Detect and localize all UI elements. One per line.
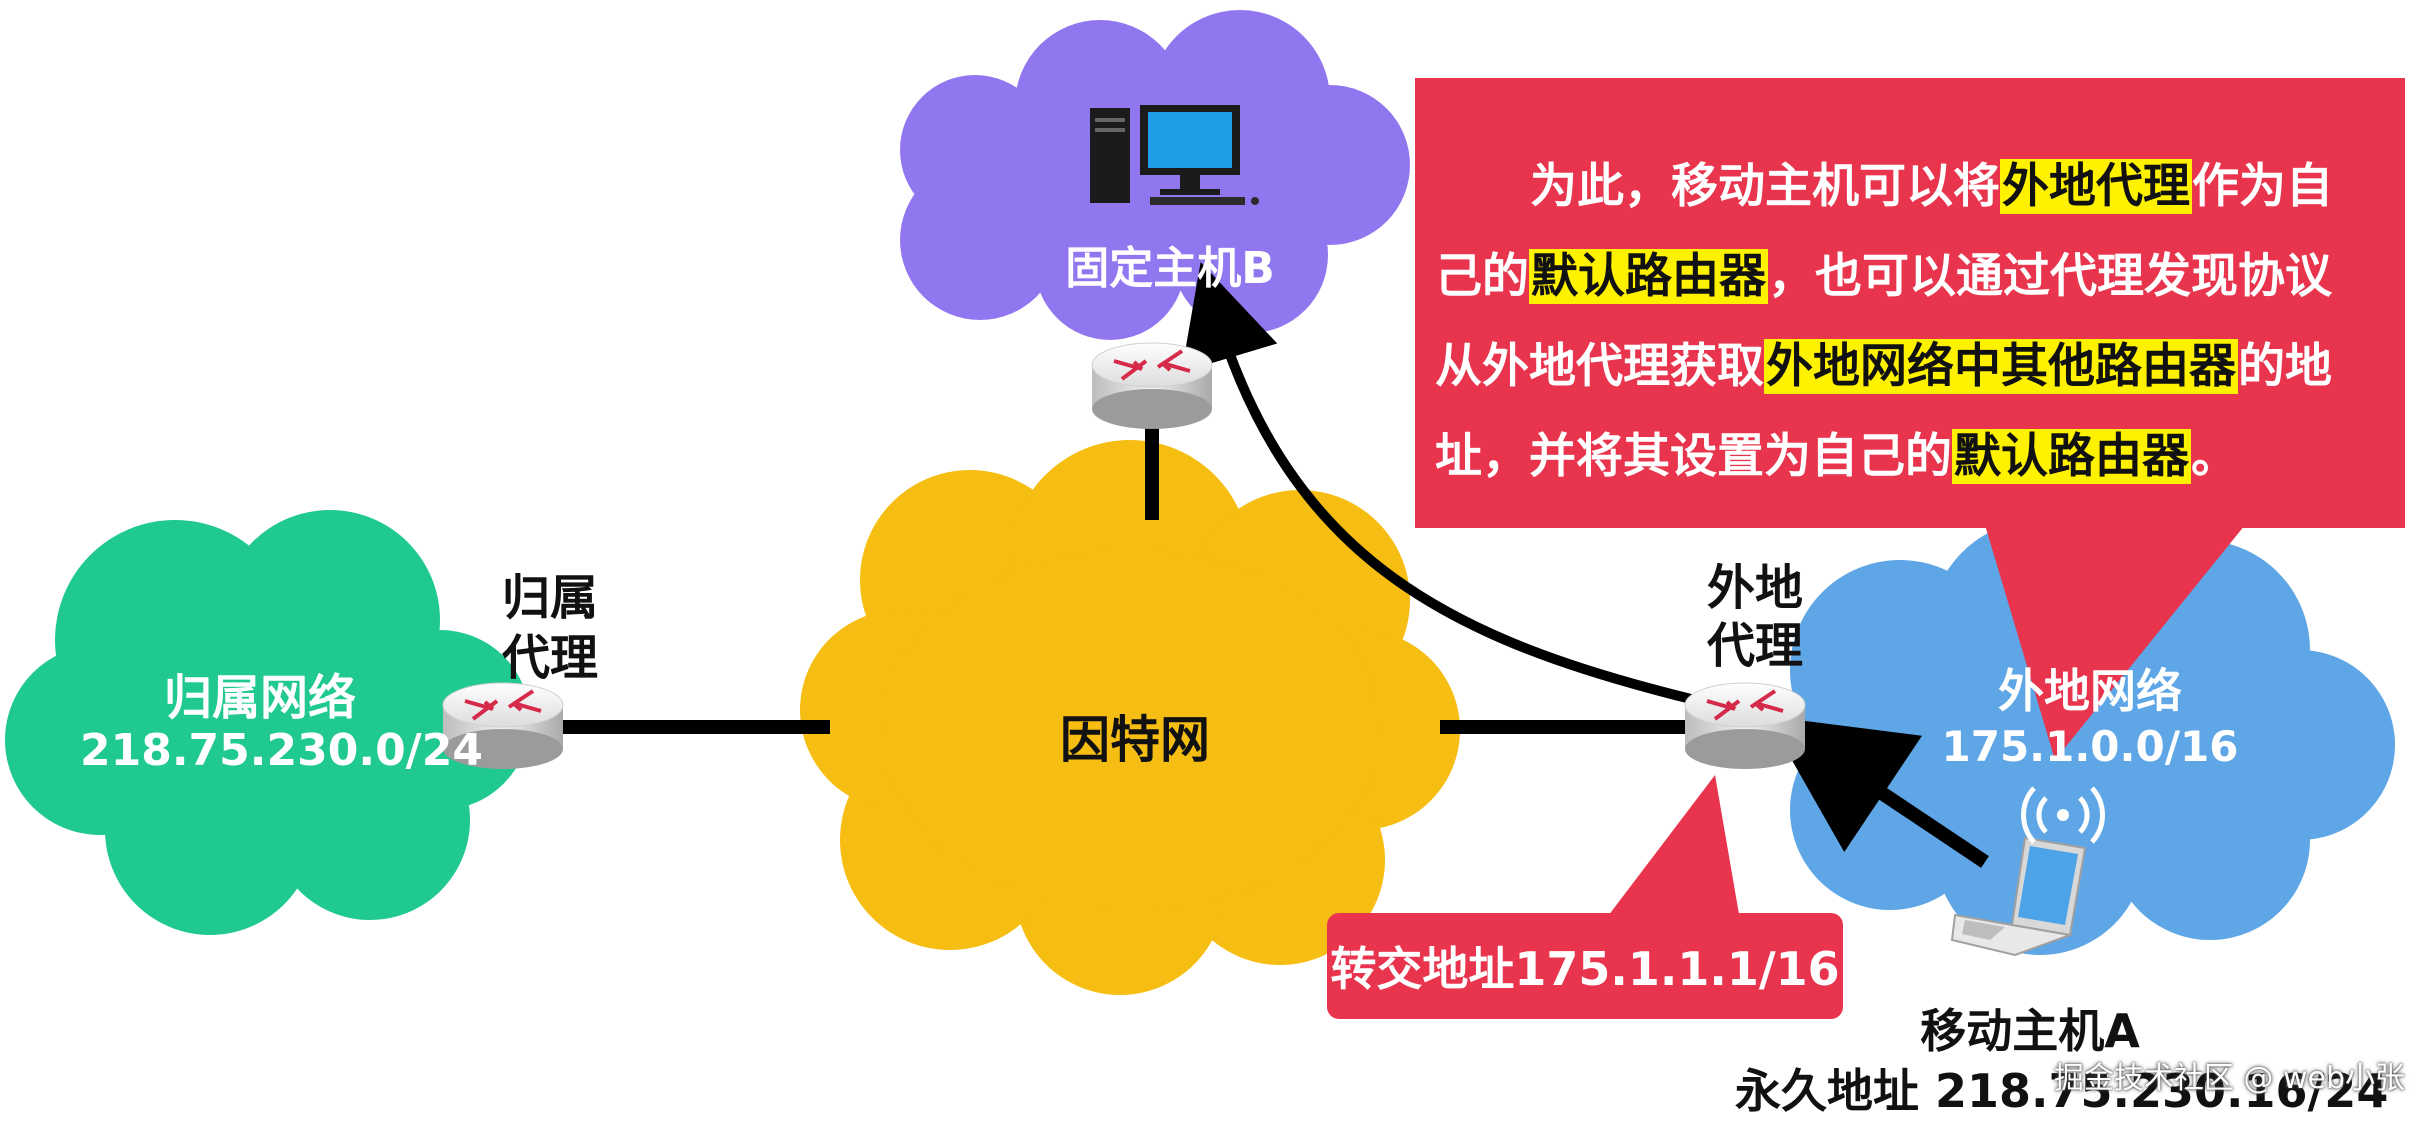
tunnel-arrow (1181, 262, 1697, 705)
foreign-network-label: 外地网络 (1998, 664, 2182, 718)
foreign-agent-label-line1: 外地 (1706, 560, 1803, 616)
home-agent-label-line2: 代理 (501, 630, 598, 686)
care-of-address-box: 转交地址175.1.1.1/16 (1327, 913, 1843, 1019)
home-network-cloud (5, 510, 530, 935)
home-agent-label-line1: 归属 (501, 570, 598, 626)
foreign-agent-router-icon (1684, 682, 1806, 769)
callout-highlight: 默认路由器 (1529, 249, 1768, 304)
callout-highlight: 默认路由器 (1952, 429, 2191, 484)
callout-highlight: 外地代理 (2000, 159, 2192, 214)
mobile-to-agent-arrow (1766, 716, 1989, 868)
laptop-icon (1950, 836, 2087, 957)
callout-highlight: 外地网络中其他路由器 (1764, 339, 2238, 394)
router-icon (1091, 342, 1213, 429)
internet-cloud (800, 440, 1460, 995)
home-agent-router-icon (442, 682, 564, 769)
callout-text: 为此，移动主机可以将外地代理作为自己的默认路由器，也可以通过代理发现协议从外地代… (1435, 142, 2360, 502)
internet-label: 因特网 (1060, 711, 1210, 769)
foreign-network-prefix: 175.1.0.0/16 (1941, 722, 2239, 771)
mobile-host-permanent-address: 永久地址 218.75.230.16/24 (1735, 1064, 2389, 1118)
mobile-host-label: 移动主机A (1920, 1004, 2140, 1058)
watermark: 掘金技术社区 @ web小张 (2053, 1061, 2405, 1096)
callout-segment: 的地址，并将其设置为自己的 (1435, 339, 2332, 484)
care-of-address-text: 转交地址175.1.1.1/16 (1330, 942, 1840, 996)
fixed-host-cloud (900, 10, 1410, 340)
foreign-agent-label-line2: 代理 (1706, 618, 1803, 674)
callout-segment: ，也可以通过代理发现协议从外地代理获取 (1435, 249, 2332, 394)
callout-segment: 。 (2191, 429, 2238, 484)
fixed-host-label: 固定主机B (1065, 243, 1275, 294)
home-network-prefix: 218.75.230.0/24 (80, 725, 483, 776)
callout-segment: 为此，移动主机可以将 (1530, 159, 2000, 214)
callout-segment: 作为自己的 (1435, 159, 2333, 304)
care-of-callout-tail (1605, 775, 1740, 920)
desktop-computer-icon (1090, 105, 1259, 205)
home-network-label: 归属网络 (163, 670, 356, 726)
wifi-icon (2021, 786, 2105, 844)
